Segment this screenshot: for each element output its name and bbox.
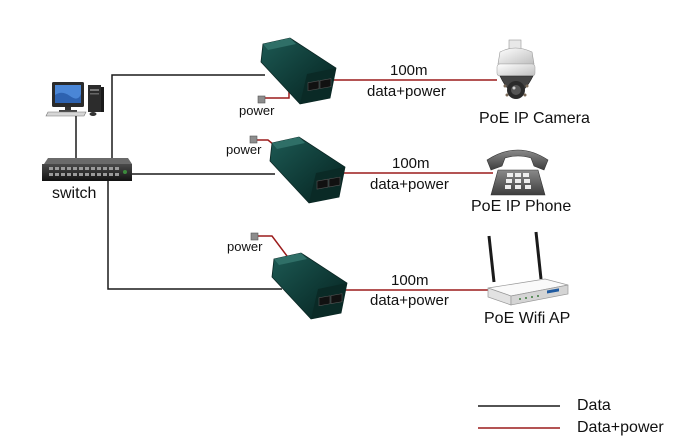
pc-icon <box>45 82 104 117</box>
device-label-camera: PoE IP Camera <box>479 110 590 127</box>
power-cord-3 <box>255 235 288 257</box>
link-label-2: data+power <box>370 176 449 193</box>
power-label-1: power <box>239 103 275 118</box>
speed-label-3: 100m <box>391 272 429 289</box>
switch-icon <box>42 158 132 181</box>
power-plug-1 <box>257 95 266 104</box>
link-label-1: data+power <box>367 83 446 100</box>
power-label-2: power <box>226 142 262 157</box>
link-label-3: data+power <box>370 292 449 309</box>
poe-injector-2 <box>269 136 346 204</box>
device-label-wifi: PoE Wifi AP <box>484 310 571 327</box>
speed-label-1: 100m <box>390 62 428 79</box>
data-line-camera <box>111 74 265 176</box>
data-lines <box>107 74 282 290</box>
poe-injector-1 <box>260 37 337 105</box>
legend-data-label: Data <box>577 397 611 414</box>
data-line-wifi <box>107 180 282 290</box>
telephone-icon <box>486 149 549 196</box>
poe-injector-3 <box>271 252 348 320</box>
legend-power-label: Data+power <box>577 419 664 436</box>
speed-label-2: 100m <box>392 155 430 172</box>
power-plug-2 <box>249 135 258 144</box>
power-plug-3 <box>250 232 259 241</box>
wifi-router-icon <box>487 231 569 306</box>
switch-label: switch <box>52 185 97 202</box>
device-label-phone: PoE IP Phone <box>471 198 572 215</box>
ip-camera-icon <box>496 39 536 99</box>
power-label-3: power <box>227 239 263 254</box>
